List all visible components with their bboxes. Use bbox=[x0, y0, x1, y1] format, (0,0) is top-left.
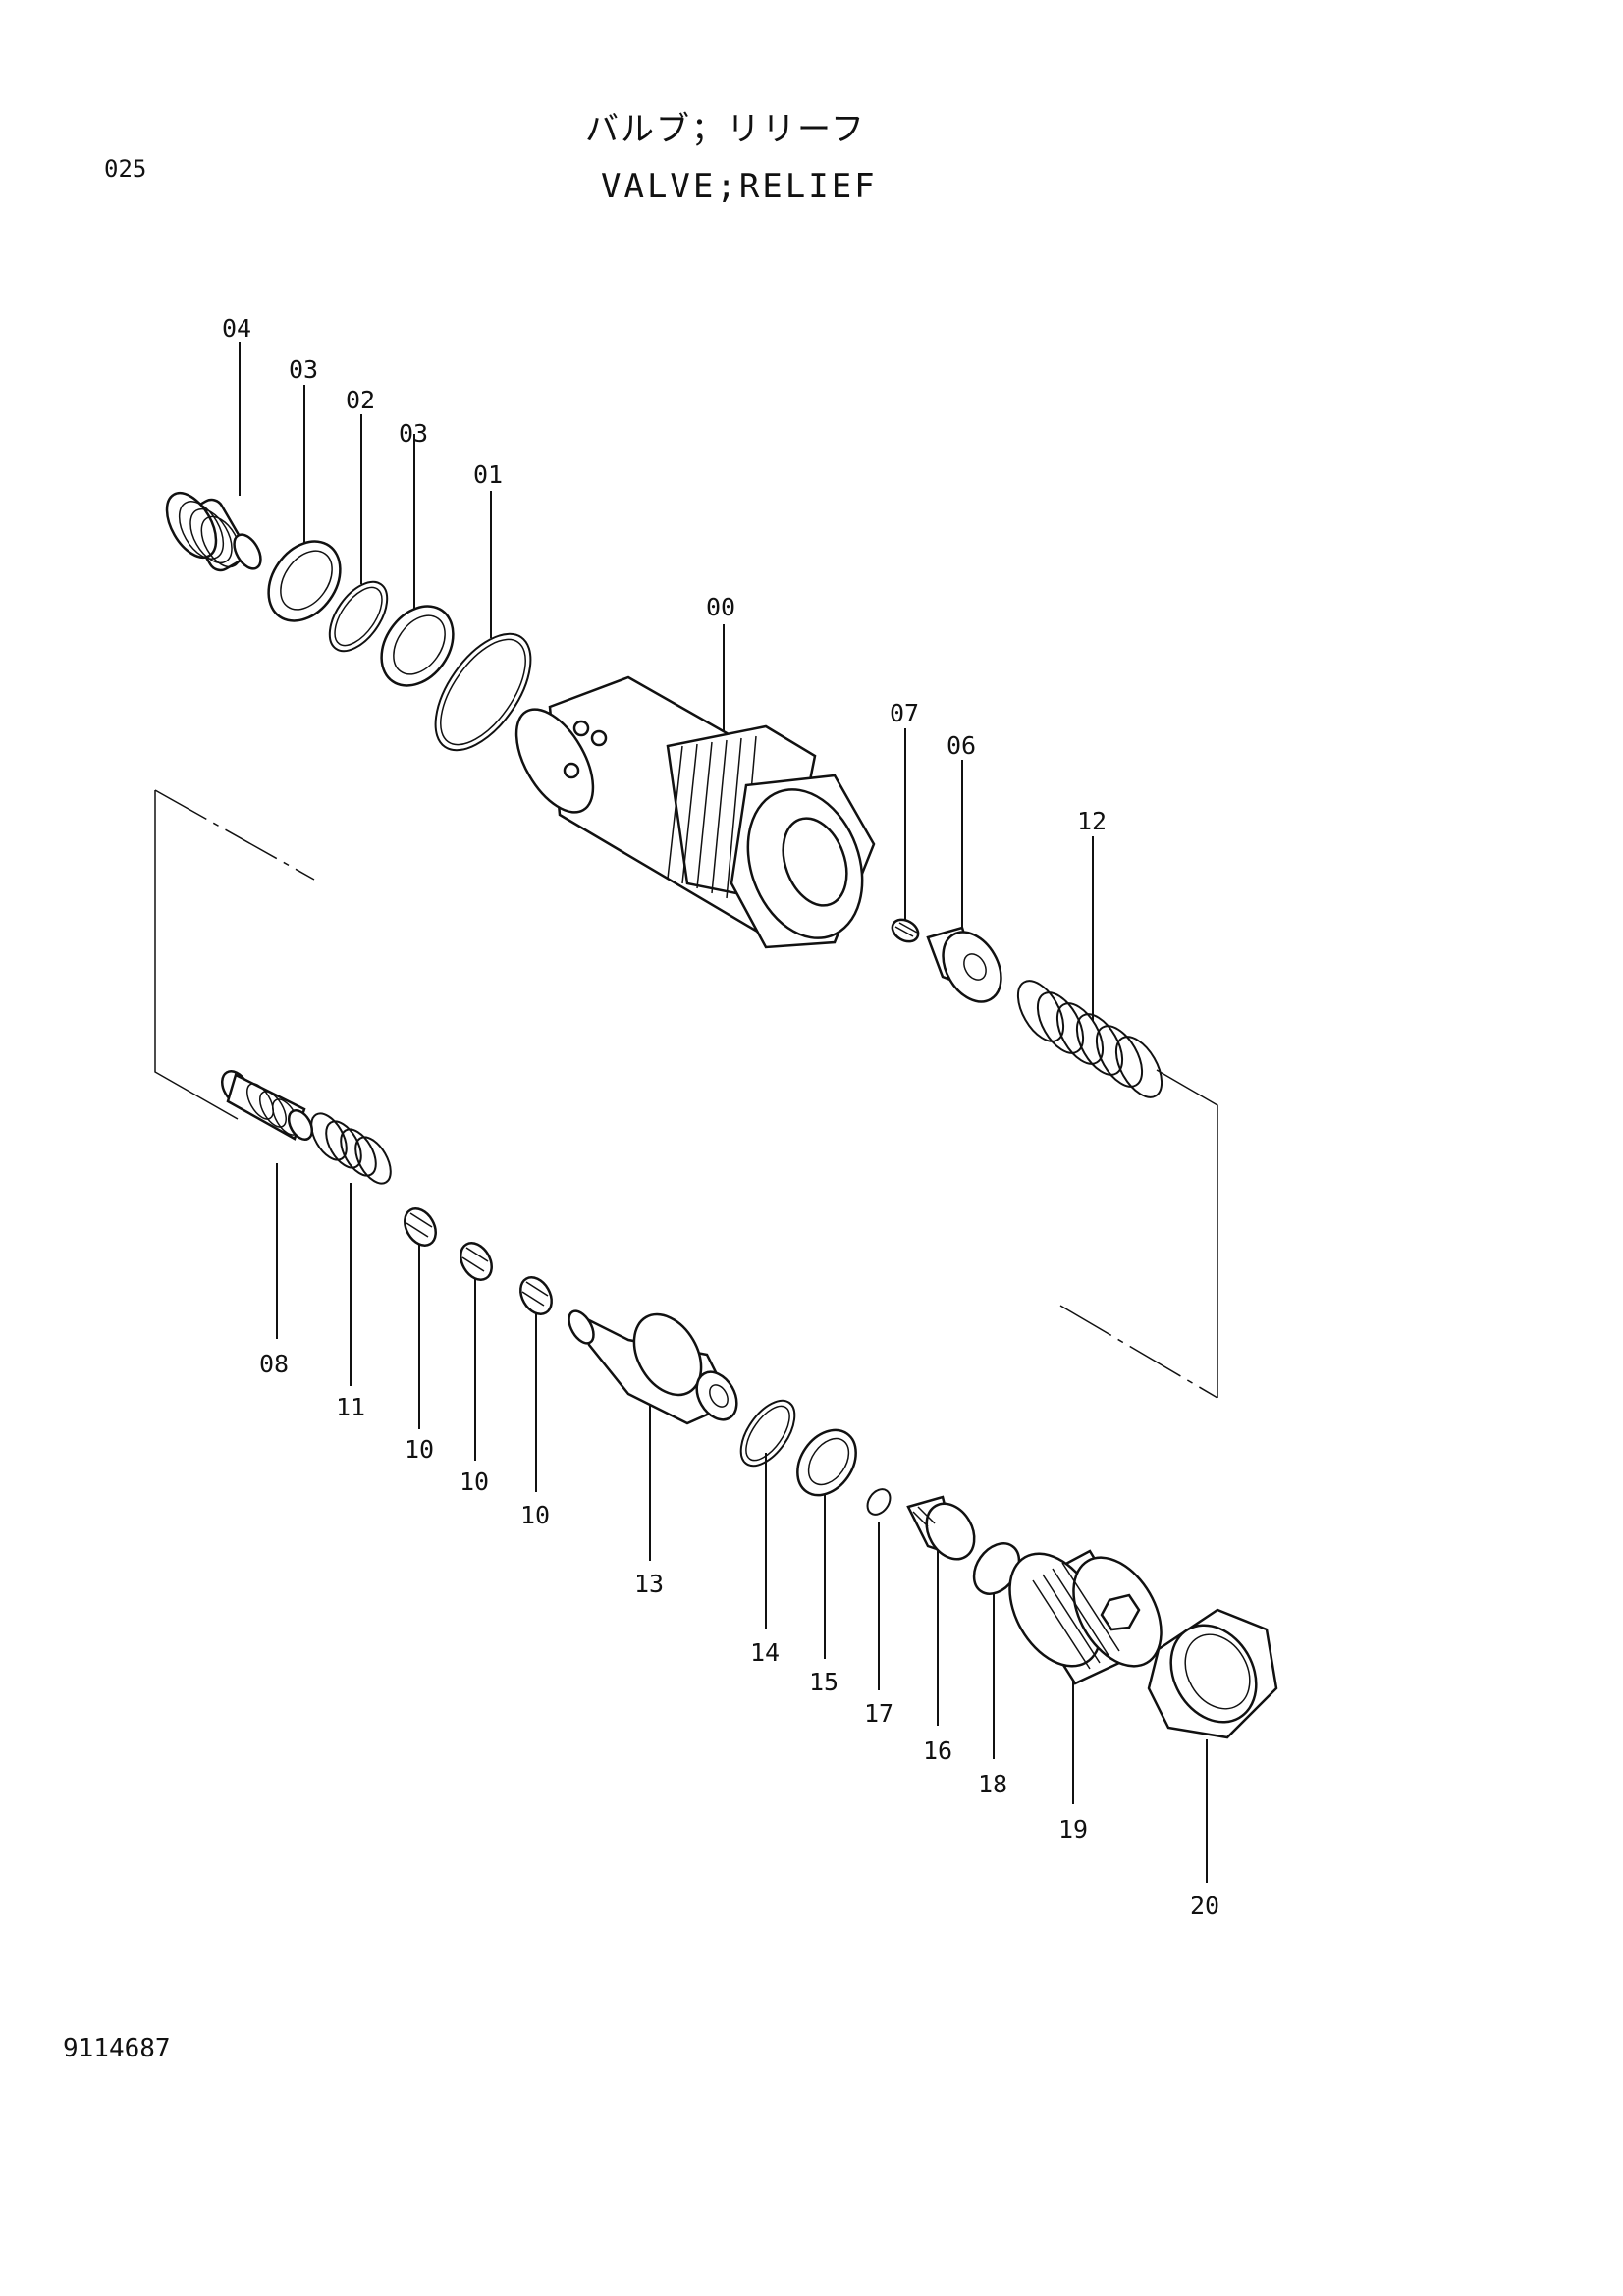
callout-17: 17 bbox=[864, 1699, 893, 1728]
callout-20: 20 bbox=[1190, 1892, 1219, 1920]
callout-06: 06 bbox=[947, 731, 976, 760]
assembly-guide-lines bbox=[154, 789, 1218, 1399]
part-10-shim-b bbox=[460, 1242, 493, 1281]
part-03-backup-ring-b bbox=[380, 605, 455, 687]
part-20-lock-nut bbox=[1147, 1608, 1278, 1739]
callout-19: 19 bbox=[1058, 1815, 1088, 1843]
part-01-o-ring bbox=[434, 632, 532, 752]
callout-15: 15 bbox=[809, 1668, 839, 1696]
part-03-backup-ring-a bbox=[267, 540, 342, 622]
part-14-o-ring bbox=[739, 1399, 796, 1468]
callout-11: 11 bbox=[336, 1393, 365, 1421]
part-15-backup-ring bbox=[796, 1428, 857, 1497]
callout-00: 00 bbox=[706, 593, 735, 621]
part-00-valve-body bbox=[514, 675, 876, 949]
callout-12: 12 bbox=[1077, 807, 1107, 835]
callout-10-c: 10 bbox=[520, 1501, 550, 1529]
part-17-o-ring bbox=[866, 1488, 892, 1516]
title-japanese: バルブ；リリーフ bbox=[585, 110, 866, 149]
guide-line-left bbox=[154, 790, 239, 1120]
part-10-shim-c bbox=[519, 1276, 553, 1315]
callout-08: 08 bbox=[259, 1350, 289, 1378]
callout-03-b: 03 bbox=[399, 419, 428, 448]
callout-01: 01 bbox=[473, 460, 503, 489]
callout-07: 07 bbox=[890, 699, 919, 727]
callout-14: 14 bbox=[750, 1638, 780, 1667]
part-06-poppet-seat bbox=[926, 926, 1002, 1003]
drawing-number: 9114687 bbox=[63, 2034, 171, 2063]
callout-10-b: 10 bbox=[460, 1468, 489, 1496]
part-12-spring bbox=[1016, 980, 1163, 1098]
part-02-o-ring bbox=[328, 580, 389, 653]
callout-18: 18 bbox=[978, 1770, 1007, 1798]
part-13-plunger bbox=[568, 1309, 738, 1425]
callout-10-a: 10 bbox=[405, 1435, 434, 1464]
callout-02: 02 bbox=[346, 386, 375, 414]
callout-labels: 04 03 02 03 01 00 07 06 12 08 11 10 10 1… bbox=[222, 314, 1219, 1920]
part-08-piston bbox=[221, 1070, 314, 1141]
callout-03-a: 03 bbox=[289, 355, 318, 384]
part-04-plug bbox=[165, 492, 262, 572]
part-19-adjusting-screw bbox=[1008, 1549, 1163, 1685]
part-16-plug bbox=[906, 1495, 976, 1561]
part-07-set-screw bbox=[891, 918, 920, 943]
callout-13: 13 bbox=[634, 1570, 664, 1598]
callout-04: 04 bbox=[222, 314, 251, 343]
callout-16: 16 bbox=[923, 1736, 952, 1765]
title-english: VALVE;RELIEF bbox=[601, 167, 878, 206]
guide-line-left-top bbox=[154, 789, 315, 881]
part-11-spring bbox=[310, 1112, 392, 1185]
guide-line-right-bottom bbox=[1059, 1305, 1218, 1399]
part-10-shim-a bbox=[404, 1207, 437, 1247]
page-number: 025 bbox=[104, 155, 147, 183]
guide-line-right bbox=[1156, 1069, 1218, 1398]
